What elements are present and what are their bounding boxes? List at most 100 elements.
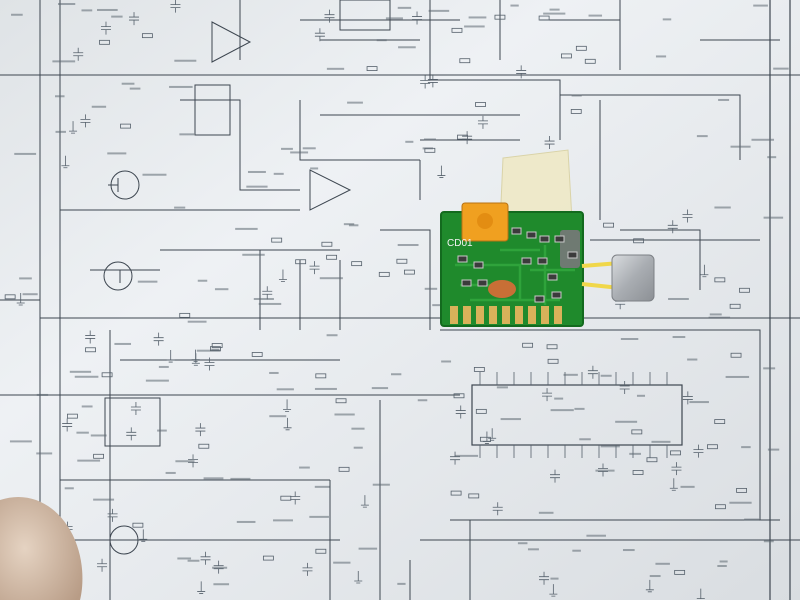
edge-pad — [515, 306, 523, 324]
schematic-resistor — [494, 14, 506, 20]
schematic-label-smudge — [348, 224, 359, 227]
schematic-label-smudge — [309, 515, 329, 518]
schematic-capacitor — [412, 11, 423, 25]
smd-part — [551, 291, 562, 299]
schematic-capacitor — [188, 454, 199, 468]
schematic-resistor — [538, 15, 550, 21]
schematic-label-smudge — [689, 401, 709, 404]
smd-part — [473, 261, 484, 269]
schematic-ground — [197, 581, 206, 594]
schematic-label-smudge — [588, 14, 603, 17]
schematic-resistor — [479, 436, 491, 442]
schematic-label-smudge — [314, 387, 337, 390]
schematic-label-smudge — [358, 547, 378, 550]
schematic-label-smudge — [773, 67, 789, 70]
schematic-label-smudge — [390, 373, 402, 376]
schematic-label-smudge — [281, 147, 293, 150]
schematic-resistor — [404, 269, 415, 275]
edge-pad — [463, 306, 471, 324]
schematic-label-smudge — [372, 483, 390, 486]
smd-part — [567, 251, 578, 259]
schematic-capacitor — [427, 74, 438, 88]
schematic-label-smudge — [662, 18, 672, 21]
schematic-resistor — [321, 241, 333, 247]
pcb-module: CD01 — [440, 202, 584, 327]
schematic-ground — [488, 428, 497, 441]
schematic-label-smudge — [196, 349, 221, 352]
schematic-label-smudge — [554, 397, 564, 400]
schematic-label-smudge — [709, 313, 722, 316]
schematic-ground — [61, 155, 70, 169]
schematic-label-smudge — [550, 409, 574, 412]
schematic-label-smudge — [174, 206, 186, 209]
schematic-label-smudge — [269, 415, 287, 418]
schematic-resistor — [547, 358, 559, 364]
schematic-label-smudge — [751, 138, 775, 141]
schematic-label-smudge — [649, 575, 661, 578]
schematic-resistor — [603, 222, 615, 228]
schematic-label-smudge — [417, 399, 428, 402]
schematic-resistor — [729, 303, 741, 309]
schematic-label-smudge — [19, 277, 32, 280]
schematic-label-smudge — [636, 394, 646, 397]
schematic-capacitor — [290, 491, 301, 505]
schematic-label-smudge — [69, 370, 92, 373]
schematic-label-smudge — [213, 583, 230, 586]
schematic-label-smudge — [77, 459, 101, 462]
schematic-label-smudge — [175, 460, 195, 463]
schematic-ground — [669, 478, 678, 491]
schematic-capacitor — [324, 9, 335, 23]
schematic-ground — [69, 121, 78, 134]
schematic-label-smudge — [290, 151, 309, 154]
trim-capacitor-screw — [477, 213, 493, 229]
schematic-resistor — [396, 258, 408, 264]
schematic-label-smudge — [273, 172, 284, 175]
schematic-label-smudge — [129, 87, 141, 90]
schematic-label-smudge — [714, 206, 731, 209]
schematic-ground — [139, 529, 148, 542]
schematic-label-smudge — [424, 138, 436, 141]
schematic-label-smudge — [680, 485, 695, 488]
schematic-resistor — [674, 569, 686, 575]
schematic-capacitor — [682, 209, 693, 223]
schematic-label-smudge — [276, 388, 294, 391]
schematic-label-smudge — [763, 367, 776, 370]
schematic-label-smudge — [468, 16, 487, 19]
edge-pad — [489, 306, 497, 324]
schematic-resistor — [271, 237, 283, 243]
schematic-label-smudge — [314, 485, 330, 488]
finger — [0, 496, 83, 600]
schematic-label-smudge — [549, 8, 560, 11]
edge-pad — [541, 306, 549, 324]
schematic-label-smudge — [668, 297, 689, 300]
schematic-label-smudge — [687, 358, 698, 361]
schematic-resistor — [101, 372, 113, 378]
schematic-label-smudge — [672, 336, 686, 339]
schematic-label-smudge — [563, 373, 578, 376]
schematic-ground — [700, 264, 709, 278]
schematic-resistor — [335, 398, 347, 404]
schematic-resistor — [739, 287, 750, 293]
schematic-label-smudge — [397, 582, 406, 585]
schematic-ground — [278, 269, 287, 282]
schematic-label-smudge — [767, 156, 777, 159]
schematic-ground — [354, 570, 363, 584]
schematic-capacitor — [477, 115, 488, 129]
schematic-resistor — [736, 487, 747, 493]
schematic-label-smudge — [121, 82, 135, 85]
schematic-label-smudge — [36, 393, 49, 396]
pcb-silkscreen-label: CD01 — [447, 238, 473, 249]
schematic-capacitor — [619, 381, 630, 395]
schematic-resistor — [295, 259, 307, 265]
schematic-resistor — [315, 373, 327, 379]
edge-pad — [554, 306, 562, 324]
schematic-resistor — [633, 238, 645, 244]
schematic-label-smudge — [600, 445, 620, 448]
schematic-resistor — [715, 504, 726, 510]
schematic-label-smudge — [326, 67, 345, 70]
schematic-label-smudge — [187, 320, 207, 323]
schematic-label-smudge — [376, 39, 387, 42]
schematic-label-smudge — [343, 223, 355, 226]
